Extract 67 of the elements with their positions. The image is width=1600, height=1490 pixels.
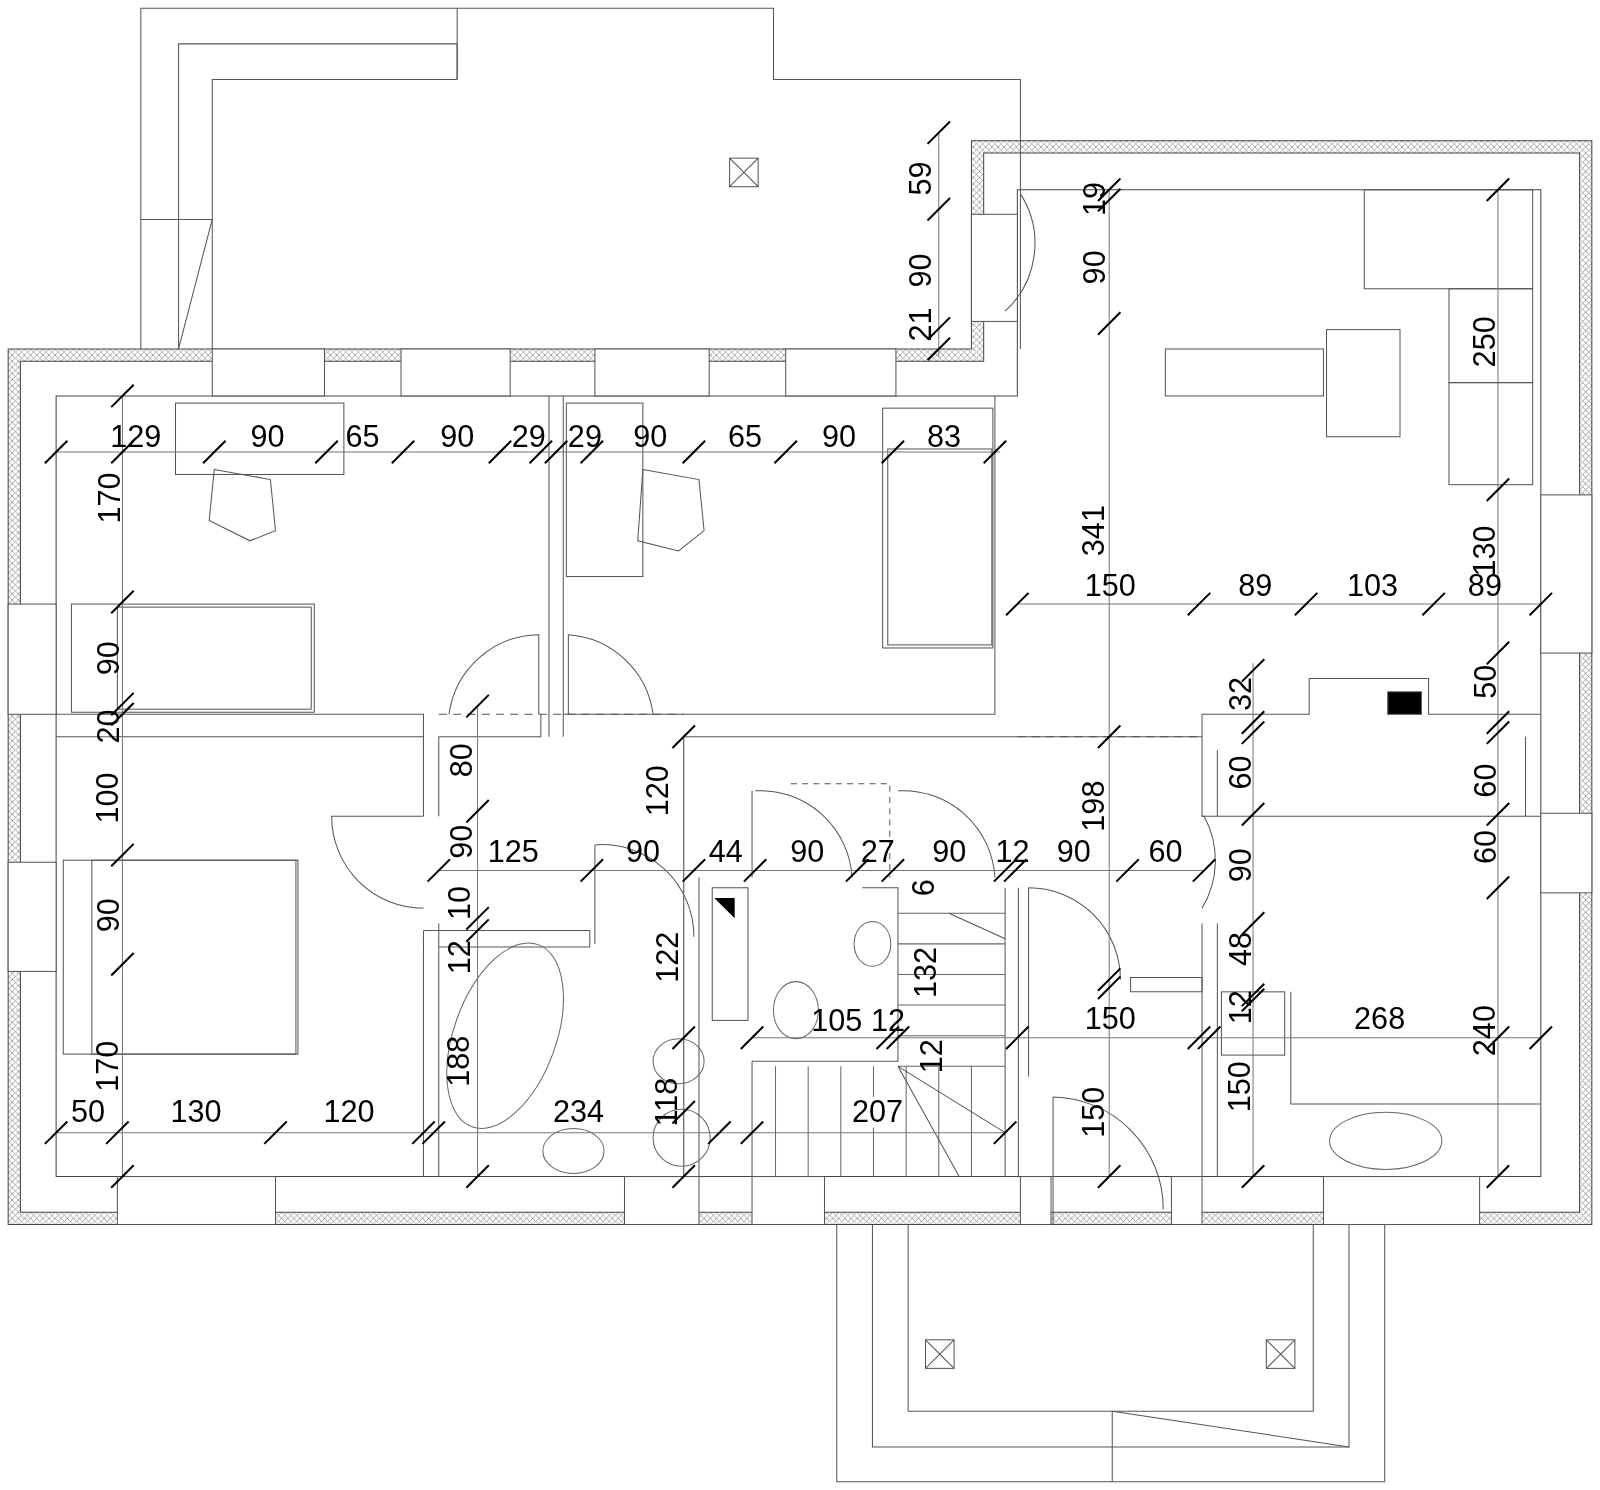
dimension-label: 59 [905,161,936,196]
dimension-label: 90 [250,421,285,453]
dimension-label: 90 [905,253,936,288]
dimension-label: 60 [1148,836,1183,868]
dimension-label: 29 [567,421,602,453]
dimension-label: 170 [94,472,126,524]
dimension-label: 150 [1084,570,1136,601]
dimension-label: 120 [323,1096,375,1128]
dimension-label: 90 [633,421,668,453]
dimension-label: 198 [1078,780,1110,832]
dimension-label: 21 [905,307,936,342]
dimension-label: 20 [93,709,124,744]
dimension-label: 48 [1224,931,1256,966]
dimension-label: 103 [1346,570,1399,601]
dimension-label: 60 [1224,755,1256,790]
dimension-label: 12 [444,940,475,975]
dimension-label: 50 [1469,664,1501,699]
dimension-label: 150 [1224,1061,1256,1113]
dimension-label: 60 [1469,829,1501,864]
dimension-label: 105 [811,1005,863,1036]
dimension-label: 89 [1238,570,1273,601]
dimension-label: 90 [1078,250,1110,285]
dimension-label: 188 [443,1035,475,1087]
dimension-label: 65 [345,421,380,453]
dimension-label: 90 [440,421,475,453]
dimension-label: 90 [446,824,477,859]
dimension-label: 268 [1354,1003,1406,1034]
dimension-label: 60 [1469,763,1501,798]
dimension-label: 12 [995,836,1030,868]
dimension-label: 44 [708,836,743,868]
dimension-label: 32 [1224,676,1256,711]
dimension-label: 6 [908,879,939,897]
dimension-label: 90 [626,836,661,868]
dimension-label: 19 [1078,181,1110,216]
dimension-label: 65 [728,421,763,453]
dimension-label: 90 [790,836,825,868]
dimension-label: 250 [1469,316,1501,368]
dimension-label: 83 [927,421,962,453]
dimension-label: 80 [446,743,477,778]
dimension-label: 10 [444,886,475,921]
dimension-label: 122 [652,931,683,983]
dimension-label: 234 [553,1096,605,1128]
dimension-label: 50 [70,1096,105,1128]
dimension-label: 170 [92,1040,124,1092]
dimension-label: 90 [93,641,124,676]
dimension-label: 90 [932,836,967,868]
dimension-label: 90 [93,898,124,933]
dimension-label: 12 [915,1039,947,1074]
dimension-label: 90 [821,421,856,453]
dimension-label: 29 [511,421,546,453]
dimension-label: 118 [651,1077,683,1127]
dimension-label: 120 [642,765,674,817]
dimension-label: 341 [1078,505,1110,557]
dimension-label: 130 [170,1096,222,1128]
dimension-label: 240 [1469,1005,1501,1057]
dimension-label: 90 [1224,848,1256,883]
dimension-label: 100 [92,772,124,824]
dimension-label: 12 [870,1005,905,1036]
dimension-label: 207 [852,1096,904,1128]
dimension-label: 132 [910,946,941,998]
dimension-label: 90 [1056,836,1091,868]
dimension-label: 129 [110,421,162,453]
dimension-label: 150 [1084,1003,1136,1034]
dimension-label: 125 [487,836,539,868]
dimension-label: 27 [860,836,895,868]
dimension-label: 12 [1224,990,1256,1025]
dimension-label: 150 [1078,1086,1110,1138]
